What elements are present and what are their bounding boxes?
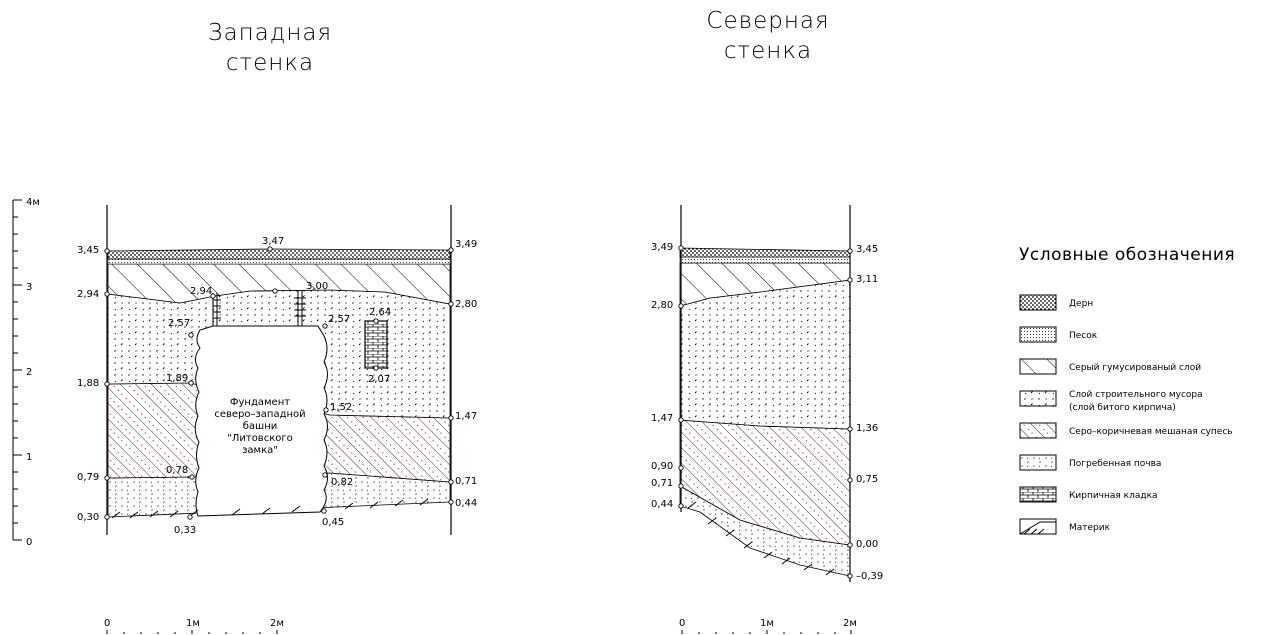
west-elev-bottom-0-33: 0,33 [174,525,196,536]
legend-swatch-brick [1019,486,1057,503]
north-title-line2: стенка [723,38,813,64]
west-elev-inner-1-89: 1,89 [166,373,188,384]
west-elev-right-1-47: 1,47 [455,411,477,422]
legend-item-brick: Кирпичная кладка [1019,486,1158,503]
legend-item-sandy-loam: Серо–коричневая мешаная супесь [1019,422,1233,439]
vscale-label-1: 1 [26,452,32,463]
legend-label-debris-sub: (слой битого кирпича) [1069,403,1176,413]
north-horizontal-scale: 0 1м 2м [679,618,857,634]
west-elev-right-0-44: 0,44 [455,498,477,509]
north-elev-left-top: 3,49 [651,242,673,253]
west-elev-inner-2-07: 2,07 [368,374,390,385]
foundation-label-line1: Фундамент [230,397,290,408]
north-elev-left-1-47: 1,47 [651,413,673,424]
legend-label-humus: Серый гумусированый слой [1069,363,1201,373]
north-hscale-1m: 1м [760,618,774,629]
legend-item-sand: Песок [1019,326,1098,343]
west-elev-bottom-0-45: 0,45 [322,517,344,528]
west-elev-left-1-88: 1,88 [77,378,99,389]
west-hscale-1m: 1м [186,618,200,629]
west-foundation [194,325,328,517]
west-elev-left-top: 3,45 [77,245,99,256]
west-title-line1: Западная [207,20,333,46]
vertical-scale: 4м 3 2 1 0 [12,197,40,548]
legend-label-sandy-loam: Серо–коричневая мешаная супесь [1069,427,1233,437]
west-layer-humus [107,263,451,305]
legend-label-buried-soil: Погребенная почва [1069,459,1161,469]
vscale-label-0: 0 [26,537,32,548]
west-hscale-2m: 2м [270,618,284,629]
north-elev-right-3-11: 3,11 [856,274,878,285]
legend-label-debris: Слой строительного мусора [1069,390,1203,400]
legend-label-sand: Песок [1069,331,1098,341]
legend-item-humus: Серый гумусированый слой [1019,358,1201,375]
west-section: 3,45 2,94 1,88 0,79 0,30 3,47 3,49 2,80 … [77,205,477,536]
legend-item-bedrock: Материк [1019,518,1111,535]
north-hscale-2m: 2м [843,618,857,629]
west-elev-right-top: 3,49 [455,239,477,250]
legend-swatch-turf [1019,294,1057,311]
vscale-label-4: 4м [26,197,40,208]
west-layer-turf [107,248,451,260]
north-section-title: Северная стенка [678,6,858,66]
west-elev-inner-2-94: 2,94 [190,286,212,297]
legend-swatch-sand [1019,326,1057,343]
west-brick-inclusion [364,320,388,369]
west-elev-inner-0-78: 0,78 [166,465,188,476]
vscale-label-3: 3 [26,282,32,293]
legend-item-buried-soil: Погребенная почва [1019,454,1161,471]
west-elev-right-0-71: 0,71 [455,476,477,487]
west-elev-top-mid: 3,47 [262,236,284,247]
west-horizontal-scale: 0 1м 2м [104,618,284,634]
north-layer-bedrock [680,506,850,582]
foundation-label-line3: башни [243,421,277,432]
legend-swatch-debris [1019,390,1057,407]
west-elev-left-0-30: 0,30 [77,512,99,523]
legend-swatch-sandy-loam [1019,422,1057,439]
legend-item-debris: Слой строительного мусора (слой битого к… [1019,390,1203,413]
west-section-title: Западная стенка [180,18,360,78]
foundation-label-line2: северо–западной [214,409,305,420]
north-layer-debris [679,279,851,430]
foundation-label-line4: "Литовского [227,433,292,444]
west-elev-right-2-80: 2,80 [455,299,477,310]
north-title-line1: Северная [706,8,830,34]
west-elev-left-0-79: 0,79 [77,472,99,483]
vscale-label-2: 2 [26,367,32,378]
legend-label-brick: Кирпичная кладка [1069,491,1158,501]
foundation-label-line5: замка" [242,445,278,456]
west-elev-inner-2-57-right: 2,57 [328,314,350,325]
west-hscale-0: 0 [104,618,110,629]
legend-label-turf: Дерн [1069,299,1093,309]
legend-item-turf: Дерн [1019,294,1093,311]
north-hscale-0: 0 [679,618,685,629]
north-elev-right-0-75: 0,75 [856,474,878,485]
west-elev-inner-3-00: 3,00 [306,281,328,292]
legend-swatch-humus [1019,358,1057,375]
north-layer-sand [679,256,851,264]
legend: Условные обозначения Дерн Песок Серый гу… [1019,245,1235,535]
north-elev-right-neg-0-39: –0,39 [856,571,883,582]
legend-title: Условные обозначения [1019,245,1235,265]
west-title-line2: стенка [225,50,315,76]
west-elev-inner-2-64: 2,64 [369,307,391,318]
legend-swatch-buried-soil [1019,454,1057,471]
north-elev-left-2-80: 2,80 [651,300,673,311]
west-layer-sand [107,258,451,265]
legend-swatch-bedrock [1019,518,1057,535]
legend-label-bedrock: Материк [1069,523,1111,533]
west-elev-inner-0-82: 0,82 [331,477,353,488]
north-layer-turf [679,247,851,258]
north-elev-left-0-71: 0,71 [651,478,673,489]
west-elev-inner-2-57-left: 2,57 [168,318,190,329]
north-elev-left-0-44: 0,44 [651,499,673,510]
north-elev-left-0-90: 0,90 [651,461,673,472]
west-elev-inner-1-52: 1,52 [330,402,352,413]
north-section: 3,49 2,80 1,47 0,90 0,71 0,44 3,45 3,11 … [651,205,883,582]
west-elev-left-2-94: 2,94 [77,289,99,300]
north-elev-right-1-36: 1,36 [856,423,878,434]
north-elev-right-top: 3,45 [856,244,878,255]
north-elev-right-0-00: 0,00 [856,539,878,550]
